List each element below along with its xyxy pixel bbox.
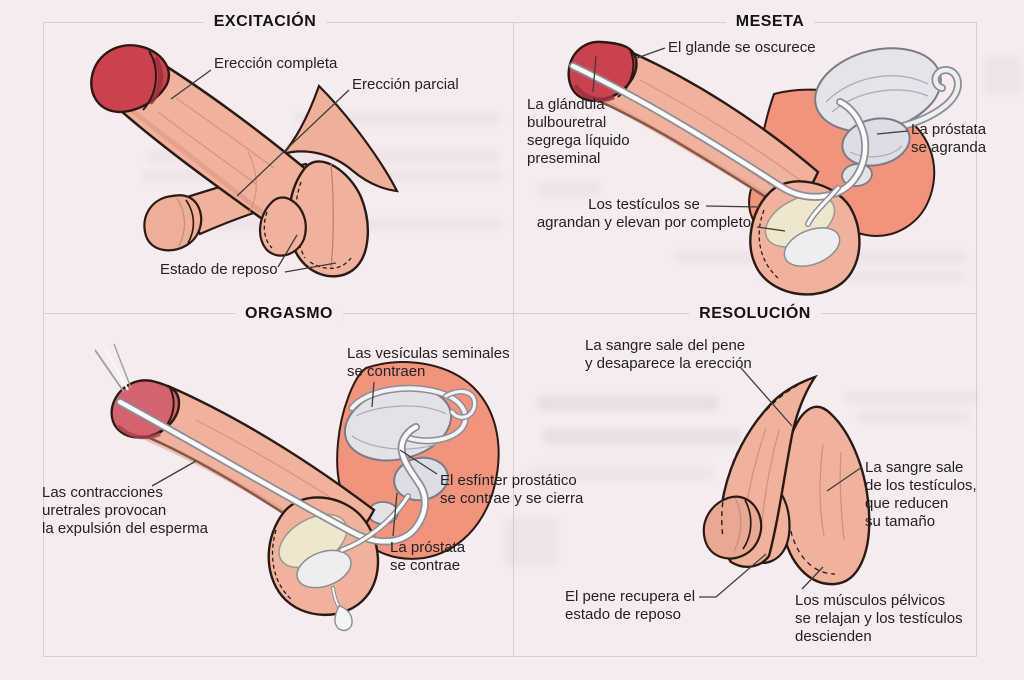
- leader-line-sangre-testiculos: [826, 466, 863, 492]
- semen-spray-line: [113, 343, 132, 389]
- scrotum-dashed-contour: [758, 209, 779, 279]
- leader-line-ereccion-completa: [170, 69, 212, 100]
- horizontal-divider: [43, 313, 977, 314]
- epididymis: [783, 227, 841, 267]
- leader-line-pene-recupera: [699, 553, 767, 598]
- corona-ridge-line: [176, 197, 185, 247]
- scrotum-dashed-contour: [309, 257, 352, 269]
- ghost-text-artifact: [505, 518, 557, 566]
- ghost-text-artifact: [528, 468, 713, 480]
- ghost-text-artifact: [845, 391, 977, 404]
- leader-line-sangre-pene: [740, 367, 793, 427]
- prostate-texture: [849, 145, 903, 158]
- panel-title-excitacion: EXCITACIÓN: [203, 13, 327, 31]
- label-prostata-agranda: La próstata se agranda: [911, 121, 987, 156]
- flaccid-penis-glans: [702, 495, 763, 560]
- meseta-illustration: [567, 40, 962, 296]
- scrotum-dashed-contour: [271, 529, 293, 601]
- glans-shading: [148, 56, 164, 105]
- leader-line-ereccion-parcial: [236, 89, 350, 197]
- leader-line-vesiculas: [371, 381, 375, 408]
- vas-curl: [444, 390, 477, 419]
- vas-deferens: [340, 494, 410, 552]
- glans-shading: [116, 424, 161, 440]
- fluid-drop: [334, 605, 353, 632]
- label-pene-recupera: El pene recupera el estado de reposo: [565, 588, 696, 623]
- corona-ridge-line: [733, 497, 742, 552]
- label-glande-oscurece: El glande se oscurece: [668, 39, 816, 56]
- penis-wrinkle: [761, 429, 780, 523]
- label-testiculos-agrandan: Los testículos se agrandan y elevan por …: [536, 196, 752, 231]
- leader-line-testiculos: [756, 226, 786, 232]
- leader-line-glande: [633, 47, 666, 60]
- scrotum-dashed-contour: [788, 521, 836, 575]
- label-musculos-pelvicos: Los músculos pélvicos se relajan y los t…: [795, 592, 963, 645]
- ghost-text-artifact: [984, 56, 1020, 94]
- label-vesiculas-contraen: Las vesículas seminales se contraen: [347, 345, 510, 380]
- scrotum: [779, 405, 871, 586]
- glans-shading: [573, 83, 615, 102]
- corona-ridge-line: [185, 199, 195, 244]
- leader-line-contracciones: [151, 460, 197, 487]
- scrotum-dashed-contour: [294, 181, 306, 259]
- glans-red: [90, 44, 170, 114]
- semen-spray-line: [94, 349, 125, 393]
- ghost-text-artifact: [858, 412, 970, 423]
- shaft-vein: [639, 79, 801, 181]
- scrotum-small-lobe: [258, 196, 307, 257]
- shaft-shading: [588, 91, 790, 211]
- former-size-dashed-outline: [721, 380, 807, 538]
- label-ereccion-parcial: Erección parcial: [352, 76, 459, 93]
- vas-deferens: [806, 186, 840, 226]
- label-glandula-bulbouretral: La glándula bulbouretral segrega líquido…: [527, 96, 630, 167]
- label-contracciones-uretrales: Las contracciones uretrales provocan la …: [42, 484, 208, 537]
- resolucion-illustration: [699, 367, 871, 598]
- shaft-vein: [247, 151, 257, 215]
- flaccid-penis-glans: [143, 194, 203, 252]
- fluid-drip: [332, 587, 340, 608]
- shaft-vein: [175, 97, 275, 169]
- vertical-divider: [513, 22, 514, 657]
- ghost-text-artifact: [538, 182, 600, 196]
- leader-line-esfinter: [399, 449, 438, 475]
- epididymis: [296, 549, 352, 589]
- outer-frame: [43, 22, 977, 657]
- panel-title-orgasmo: ORGASMO: [235, 305, 343, 323]
- leader-line-glandula: [592, 55, 597, 93]
- ghost-text-artifact: [538, 396, 718, 411]
- label-esfinter-prostatico: El esfínter prostático se contrae y se c…: [440, 472, 584, 507]
- leader-line-estado-reposo: [284, 262, 337, 273]
- scrotum-wrinkle: [839, 451, 845, 541]
- scrotum-dashed-contour: [263, 211, 273, 249]
- label-sangre-sale-testiculos: La sangre sale de los testículos, que re…: [865, 459, 977, 530]
- semen-spray-line: [103, 345, 129, 391]
- scrotum-wrinkle: [819, 443, 825, 537]
- orgasmo-illustration: [94, 343, 500, 632]
- label-estado-reposo: Estado de reposo: [160, 261, 278, 278]
- leader-line-prostata-contrae: [392, 492, 398, 537]
- panel-title-resolucion: RESOLUCIÓN: [689, 305, 821, 323]
- leader-line-estado-reposo: [277, 234, 298, 268]
- shaft-vein: [157, 111, 257, 185]
- seminal-vesicle-duct: [881, 67, 961, 133]
- pubic-skin-flap: [279, 83, 399, 193]
- panel-title-meseta: MESETA: [725, 13, 815, 31]
- vesicle-texture: [355, 405, 447, 417]
- excitacion-illustration: [90, 44, 399, 278]
- scrotum-seam: [330, 163, 334, 269]
- ghost-text-artifact: [760, 272, 965, 282]
- leader-line-prostata: [876, 130, 909, 135]
- leader-line-testiculos: [705, 205, 761, 208]
- label-ereccion-completa: Erección completa: [214, 55, 338, 72]
- leader-line-musculos: [801, 566, 824, 590]
- ghost-text-artifact: [543, 429, 741, 444]
- label-sangre-sale-pene: La sangre sale del pene y desaparece la …: [585, 337, 752, 372]
- vesicle-duct: [350, 386, 468, 443]
- bladder-texture: [825, 75, 929, 103]
- ghost-text-artifact: [295, 113, 500, 124]
- corona-ridge-line: [742, 499, 752, 550]
- corona-boundary: [142, 50, 157, 111]
- label-prostata-contrae: La próstata se contrae: [390, 539, 466, 574]
